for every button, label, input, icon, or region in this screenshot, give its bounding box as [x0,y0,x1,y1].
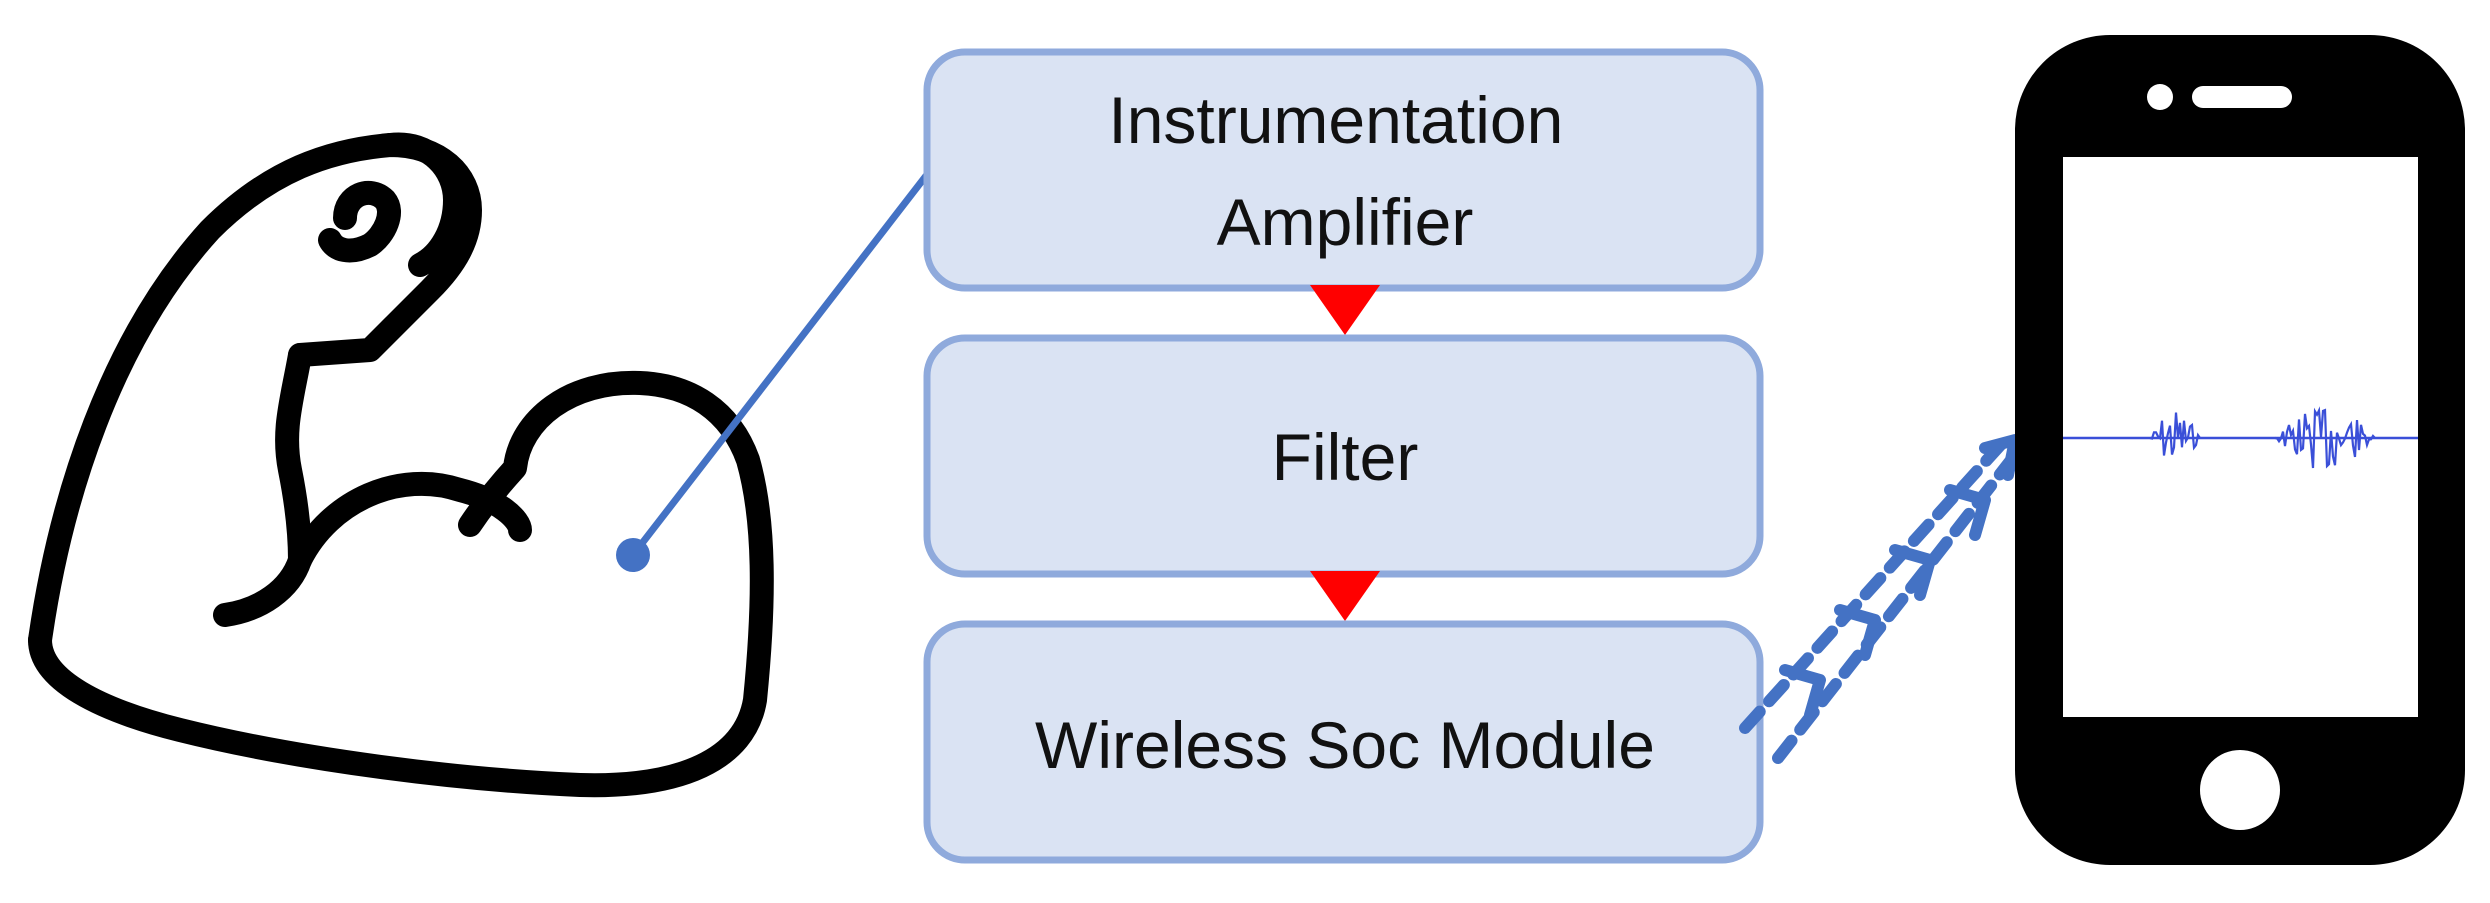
electrode-connector [616,165,935,572]
electrode-lead-line [630,165,935,558]
block-wireless-box [923,620,1764,864]
block-wireless: Wireless Soc Module [923,620,1764,864]
phone-speaker [2192,86,2292,108]
wireless-transmission-icon [1739,434,2021,764]
block-amplifier-line-2: Amplifier [1217,185,1474,259]
phone-camera [2147,84,2173,110]
block-amplifier: Instrumentation Amplifier [923,48,1764,292]
svg-text:Wireless Soc Module: Wireless Soc Module [1035,708,1655,782]
block-amplifier-line-1: Instrumentation [1108,83,1563,157]
smartphone-icon [2015,35,2465,865]
electrode-dot [616,538,650,572]
block-filter-line-1: Filter [1272,420,1419,494]
phone-home-button [2200,750,2280,830]
svg-text:Filter: Filter [1272,420,1419,494]
flow-arrow-down-2 [1310,571,1380,621]
block-wireless-line-1: Wireless Soc Module [1035,708,1655,782]
svg-text:Instrumentation Amplifie: Instrumentation Amplifier [1108,83,1581,259]
flow-arrow-down-1 [1310,285,1380,335]
block-filter: Filter [923,334,1764,578]
emg-signal-trace [2063,406,2418,469]
flexed-bicep-icon [28,132,774,798]
